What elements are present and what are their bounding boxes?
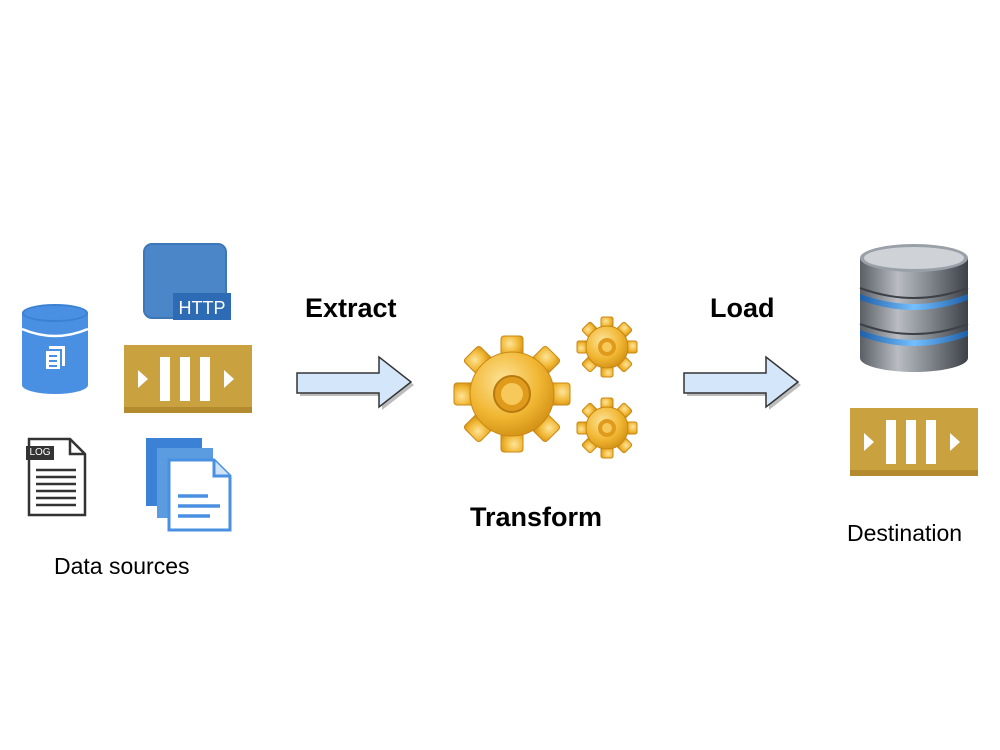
log-badge: LOG [29,447,51,458]
extract-label: Extract [305,293,397,323]
http-api-icon [143,243,233,323]
gear-small-top [576,316,638,378]
destination-stream-icon [850,408,978,476]
load-label: Load [710,293,775,323]
transform-label: Transform [470,502,603,532]
log-file-icon [26,436,88,518]
gear-small-bottom [576,397,638,459]
gears-icon [453,310,645,460]
data-sources-caption: Data sources [54,553,190,579]
database-server-icon [858,242,970,374]
extract-arrow [296,355,418,410]
database-icon [20,303,90,395]
destination-caption: Destination [847,520,963,546]
stream-icon [124,345,252,413]
http-badge: HTTP [178,298,226,318]
documents-icon [144,436,234,532]
load-arrow [683,355,805,410]
gear-large [453,335,571,453]
